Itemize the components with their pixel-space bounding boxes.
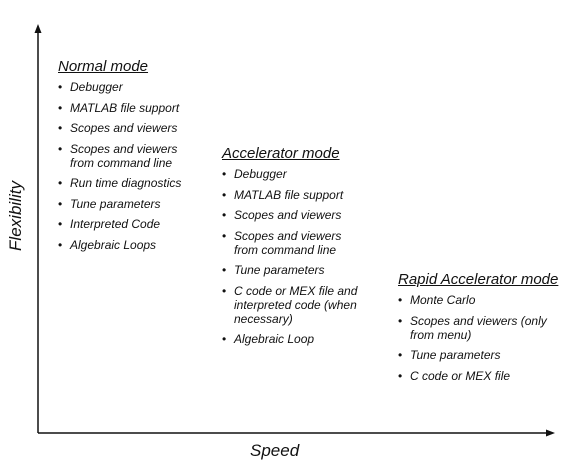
accelerator-mode-group: Accelerator mode Debugger MATLAB file su… — [222, 145, 362, 353]
y-axis-arrowhead — [34, 24, 42, 33]
x-axis-arrowhead — [546, 429, 555, 437]
list-item: MATLAB file support — [58, 101, 198, 115]
list-item: Tune parameters — [222, 263, 362, 277]
accelerator-mode-title: Accelerator mode — [222, 145, 340, 162]
list-item: Algebraic Loops — [58, 238, 198, 252]
list-item: Debugger — [222, 167, 362, 181]
list-item: Debugger — [58, 80, 198, 94]
list-item: Interpreted Code — [58, 217, 198, 231]
x-axis-title: Speed — [250, 441, 300, 460]
list-item: Scopes and viewers — [58, 121, 198, 135]
list-item: Algebraic Loop — [222, 332, 362, 346]
rapid-accelerator-mode-list: Monte Carlo Scopes and viewers (only fro… — [398, 293, 548, 383]
list-item: C code or MEX file — [398, 369, 548, 383]
list-item: Scopes and viewers (only from menu) — [398, 314, 548, 342]
rapid-accelerator-mode-title: Rapid Accelerator mode — [398, 271, 559, 288]
y-axis-title: Flexibility — [6, 181, 25, 251]
list-item: MATLAB file support — [222, 188, 362, 202]
list-item: Run time diagnostics — [58, 176, 198, 190]
list-item: Tune parameters — [398, 348, 548, 362]
rapid-accelerator-mode-group: Rapid Accelerator mode Monte Carlo Scope… — [398, 271, 559, 389]
list-item: Monte Carlo — [398, 293, 548, 307]
list-item: C code or MEX file and interpreted code … — [222, 284, 362, 326]
normal-mode-list: Debugger MATLAB file support Scopes and … — [58, 80, 198, 252]
list-item: Tune parameters — [58, 197, 198, 211]
list-item: Scopes and viewers from command line — [58, 142, 198, 170]
accelerator-mode-list: Debugger MATLAB file support Scopes and … — [222, 167, 362, 346]
normal-mode-title: Normal mode — [58, 58, 149, 75]
list-item: Scopes and viewers — [222, 208, 362, 222]
list-item: Scopes and viewers from command line — [222, 229, 362, 257]
normal-mode-group: Normal mode Debugger MATLAB file support… — [58, 58, 198, 258]
